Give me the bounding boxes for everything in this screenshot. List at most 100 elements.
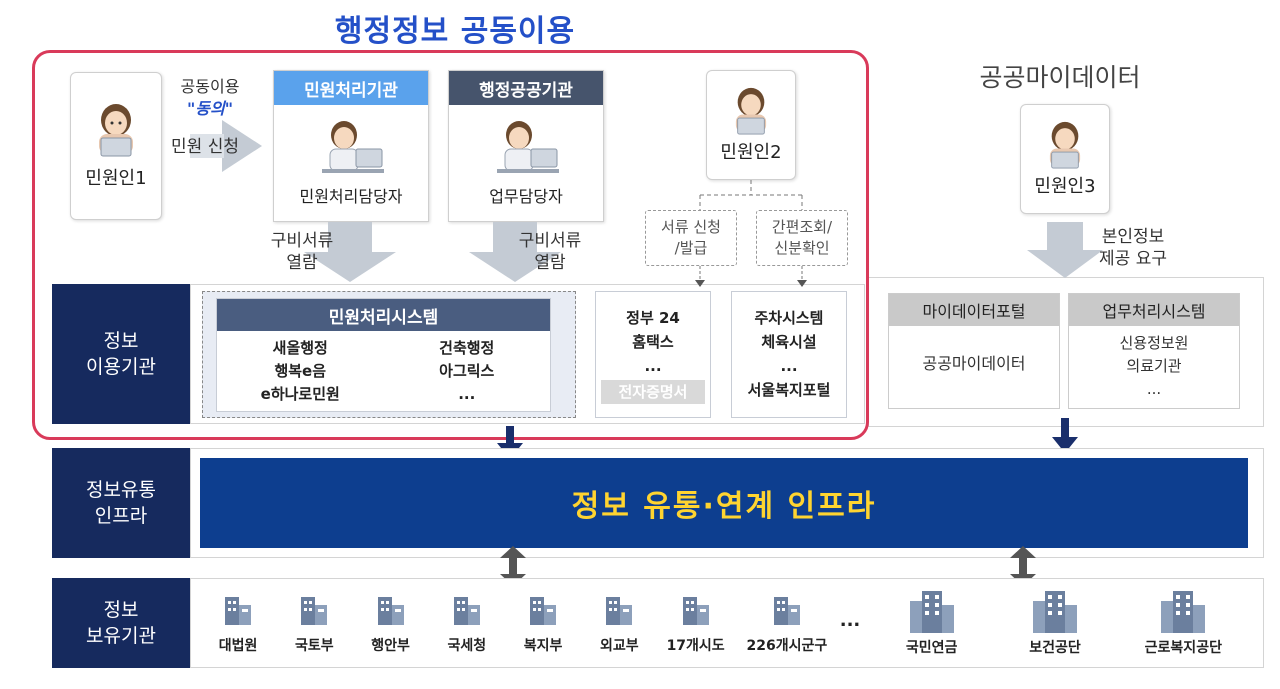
consent-arrow-shaft — [190, 134, 224, 158]
docs-view-text-1: 구비서류 열람 — [252, 230, 352, 274]
institution-item: 국토부 — [279, 588, 349, 660]
other-service-item: ... — [780, 357, 798, 375]
institutions-ellipsis: ... — [839, 610, 861, 631]
other-service-item: 서울복지포털 — [747, 381, 831, 399]
building-icon — [301, 597, 328, 625]
docs-view-arrow-icon — [304, 222, 396, 282]
bidirectional-arrow-icon — [1010, 546, 1036, 586]
applicant2-label: 민원인2 — [720, 142, 782, 163]
personal-request-text: 본인정보 제공 요구 — [1078, 226, 1188, 270]
admin-org-label: 업무담당자 — [489, 187, 563, 206]
applicant2-card: 민원인2 — [706, 70, 796, 180]
worker-laptop-icon — [497, 121, 559, 173]
hold-band — [190, 578, 1264, 668]
doc-request-box: 서류 신청 /발급 — [645, 210, 737, 266]
gov-service-item: 정부 24 — [626, 309, 680, 327]
civil-org-header: 민원처리기관 — [274, 71, 428, 105]
public-institution-row: 국민연금 보건공단 근로복지공단 — [870, 588, 1250, 660]
gov-services-box: 정부 24 홈택스 ... 전자증명서 — [595, 291, 711, 418]
docs-view-line2b: 열람 — [534, 253, 566, 273]
work-system-box: 업무처리시스템 신용정보원 의료기관 ... — [1068, 293, 1240, 409]
civil-system-item: ... — [458, 384, 476, 403]
other-services-box: 주차시스템 체육시설 ... 서울복지포털 — [731, 291, 847, 418]
applicant2-connector — [699, 180, 803, 210]
institution-label: 대법원 — [218, 638, 258, 654]
civil-system-inner: 민원처리시스템 새올행정 건축행정 행복e음 아그릭스 e하나로민원 ... — [216, 298, 551, 412]
civil-system-item: 새올행정 — [272, 339, 328, 357]
institution-label: 행안부 — [371, 638, 410, 654]
docs-view-line2: 열람 — [286, 253, 318, 273]
institution-label: 226개시군구 — [746, 638, 828, 654]
institution-item: 국세청 — [432, 588, 502, 660]
worker-laptop-icon — [322, 121, 384, 173]
public-institution-item: 국민연금 — [877, 588, 987, 660]
office-tower-icon — [1032, 591, 1077, 633]
consent-arrow-icon — [222, 120, 262, 172]
applicant1-label: 민원인1 — [85, 168, 147, 189]
person-laptop-icon — [735, 87, 767, 135]
doc-request-line1: 서류 신청 — [661, 218, 721, 236]
civil-system-item: 행복e음 — [274, 362, 327, 380]
institution-row: 대법원 국토부 행안부 국세청 복지부 외교부 17개시도 226개시군구 — [200, 588, 840, 660]
mydata-title: 공공마이데이터 — [979, 63, 1141, 92]
docs-view-arrow-icon — [469, 222, 561, 282]
work-system-item: 신용정보원 — [1119, 333, 1189, 352]
admin-org-header: 행정공공기관 — [449, 71, 603, 105]
institution-label: 국토부 — [295, 638, 334, 654]
gov-service-item: ... — [644, 357, 662, 375]
row-use-line2: 이용기관 — [86, 356, 156, 378]
personal-request-line2: 제공 요구 — [1099, 249, 1167, 269]
civil-org-label: 민원처리담당자 — [299, 187, 403, 206]
work-system-header: 업무처리시스템 — [1069, 294, 1239, 326]
civil-system-item: 아그릭스 — [439, 362, 495, 380]
institution-label: 국세청 — [447, 638, 487, 654]
row-label-dist: 정보유통 인프라 — [52, 448, 190, 558]
public-institution-label: 국민연금 — [905, 640, 958, 656]
institution-label: 외교부 — [600, 638, 639, 654]
docs-view-line1b: 구비서류 — [518, 231, 582, 251]
work-system-item: ... — [1146, 379, 1162, 398]
public-institution-label: 보건공단 — [1029, 640, 1081, 656]
other-service-item: 주차시스템 — [754, 309, 824, 327]
gov-service-item: 홈택스 — [632, 333, 674, 351]
docs-view-line1: 구비서류 — [270, 231, 334, 251]
doc-request-line2: /발급 — [674, 239, 708, 257]
bidirectional-arrow-icon — [500, 546, 526, 586]
building-icon — [225, 597, 252, 625]
building-icon — [530, 597, 557, 625]
row-dist-line1: 정보유통 — [86, 479, 156, 501]
small-down-arrows — [695, 266, 807, 287]
personal-request-line1: 본인정보 — [1101, 227, 1165, 247]
building-icon — [773, 597, 800, 625]
civil-system-header: 민원처리시스템 — [217, 299, 550, 331]
public-institution-item: 근로복지공단 — [1123, 588, 1243, 660]
office-tower-icon — [909, 591, 954, 633]
institution-item: 대법원 — [203, 588, 273, 660]
person-laptop-icon — [1049, 121, 1081, 169]
office-tower-icon — [1161, 591, 1206, 633]
institution-item: 17개시도 — [661, 588, 731, 660]
building-icon — [453, 597, 480, 625]
row-use-line1: 정보 — [103, 330, 139, 352]
consent-line1: 공동이용 — [180, 77, 240, 96]
consent-text: 공동이용 "동의" — [160, 68, 260, 128]
joint-use-frame — [32, 50, 869, 440]
other-service-item: 체육시설 — [761, 333, 817, 351]
institution-item: 행안부 — [356, 588, 426, 660]
public-institution-item: 보건공단 — [1000, 588, 1110, 660]
row-label-hold: 정보 보유기관 — [52, 578, 190, 668]
applicant3-card: 민원인3 — [1020, 104, 1110, 214]
public-institution-label: 근로복지공단 — [1144, 640, 1222, 656]
building-icon — [682, 597, 709, 625]
building-icon — [377, 597, 404, 625]
mydata-portal-header: 마이데이터포털 — [889, 294, 1059, 326]
institution-item: 외교부 — [584, 588, 654, 660]
admin-org-card: 행정공공기관 업무담당자 — [448, 70, 604, 222]
simple-lookup-line1: 간편조회/ — [771, 218, 833, 236]
civil-system-item: 건축행정 — [439, 339, 495, 357]
consent-line2: "동의" — [186, 99, 234, 118]
row-dist-line2: 인프라 — [94, 505, 148, 527]
row-label-use: 정보 이용기관 — [52, 284, 190, 424]
down-arrow-icon — [1052, 418, 1078, 453]
main-title: 행정정보 공동이용 — [334, 14, 576, 49]
